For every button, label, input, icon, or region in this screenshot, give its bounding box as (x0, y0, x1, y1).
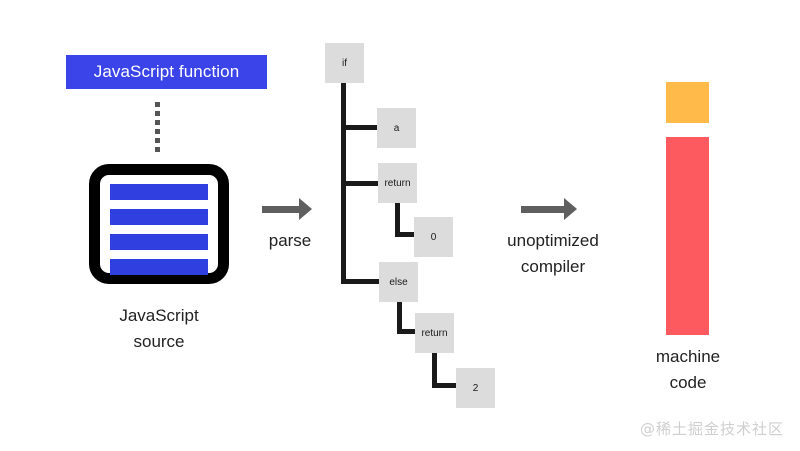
ast-node-else: else (379, 262, 418, 302)
ast-edge-return-two-h (432, 383, 458, 388)
compile-arrow-icon (521, 198, 579, 220)
javascript-function-label: JavaScript function (66, 55, 267, 89)
arrow-head (299, 198, 312, 220)
arrow-shaft (262, 206, 300, 213)
dotted-connector (155, 102, 163, 152)
code-line (110, 209, 208, 225)
compiler-label-line2: compiler (520, 257, 586, 276)
code-line (110, 184, 208, 200)
source-caption-line2: source (133, 332, 185, 351)
ast-edge-if-a (341, 125, 379, 130)
machine-code-red-bar (666, 137, 709, 335)
ast-edge-if-return (341, 181, 380, 186)
ast-node-return: return (378, 163, 417, 203)
machine-code-orange-bar (666, 82, 709, 123)
code-line (110, 259, 208, 275)
ast-edge-return-two-v (432, 352, 437, 386)
parse-label: parse (268, 231, 312, 250)
ast-edge-return-zero-h (395, 232, 417, 237)
javascript-source-icon (89, 164, 229, 284)
ast-edge-else-return-h (397, 329, 418, 334)
ast-node-if: if (325, 43, 364, 83)
unoptimized-compiler-label: unoptimized compiler (492, 228, 614, 280)
ast-edge-else-return-v (397, 301, 402, 333)
ast-edge-if-else (341, 279, 381, 284)
ast-edge-return-zero-v (395, 203, 400, 236)
source-caption-line1: JavaScript (119, 306, 199, 325)
machine-code-line2: code (669, 373, 707, 392)
ast-node-a: a (377, 108, 416, 148)
ast-node-zero: 0 (414, 217, 453, 257)
arrow-shaft (521, 206, 565, 213)
machine-code-caption: machine code (607, 344, 769, 396)
ast-node-return2: return (415, 313, 454, 353)
code-line (110, 234, 208, 250)
ast-node-two: 2 (456, 368, 495, 408)
watermark: @稀土掘金技术社区 (639, 420, 784, 438)
machine-code-line1: machine (655, 347, 721, 366)
compiler-label-line1: unoptimized (507, 231, 599, 250)
parse-arrow-icon (262, 198, 312, 220)
arrow-head (564, 198, 577, 220)
javascript-source-caption: JavaScript source (79, 303, 239, 355)
